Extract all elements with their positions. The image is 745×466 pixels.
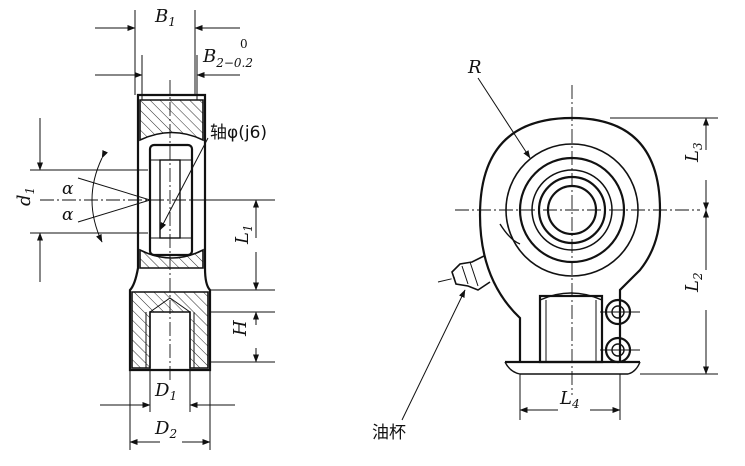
grease-nipple bbox=[437, 255, 491, 291]
label-B2: B2−0.2 bbox=[202, 46, 253, 70]
label-shaft: 轴φ(j6) bbox=[210, 123, 267, 143]
label-B1: B1 bbox=[154, 6, 176, 29]
label-alpha-2: α bbox=[62, 205, 74, 225]
lower-housing-hatch bbox=[139, 248, 204, 269]
label-L2: L2 bbox=[682, 272, 705, 293]
side-section-view: B1 B2−0.2 0 轴φ(j6) d1 α α L1 H bbox=[14, 6, 275, 450]
label-R: R bbox=[467, 57, 482, 78]
upper-housing-hatch bbox=[139, 99, 204, 142]
label-d1: d1 bbox=[14, 187, 37, 206]
label-oil-cup: 油杯 bbox=[372, 423, 406, 443]
label-L1: L1 bbox=[232, 224, 255, 245]
label-D1: D1 bbox=[154, 380, 177, 403]
front-body-outline bbox=[478, 116, 662, 362]
label-D2: D2 bbox=[154, 418, 177, 441]
label-alpha-1: α bbox=[62, 179, 74, 199]
front-view: R L3 L2 L4 油杯 bbox=[372, 57, 718, 443]
threaded-insert bbox=[538, 294, 604, 364]
label-L3: L3 bbox=[682, 142, 705, 163]
label-B2-upper-tol: 0 bbox=[240, 37, 248, 51]
label-H: H bbox=[230, 320, 251, 337]
label-L4: L4 bbox=[559, 388, 580, 411]
